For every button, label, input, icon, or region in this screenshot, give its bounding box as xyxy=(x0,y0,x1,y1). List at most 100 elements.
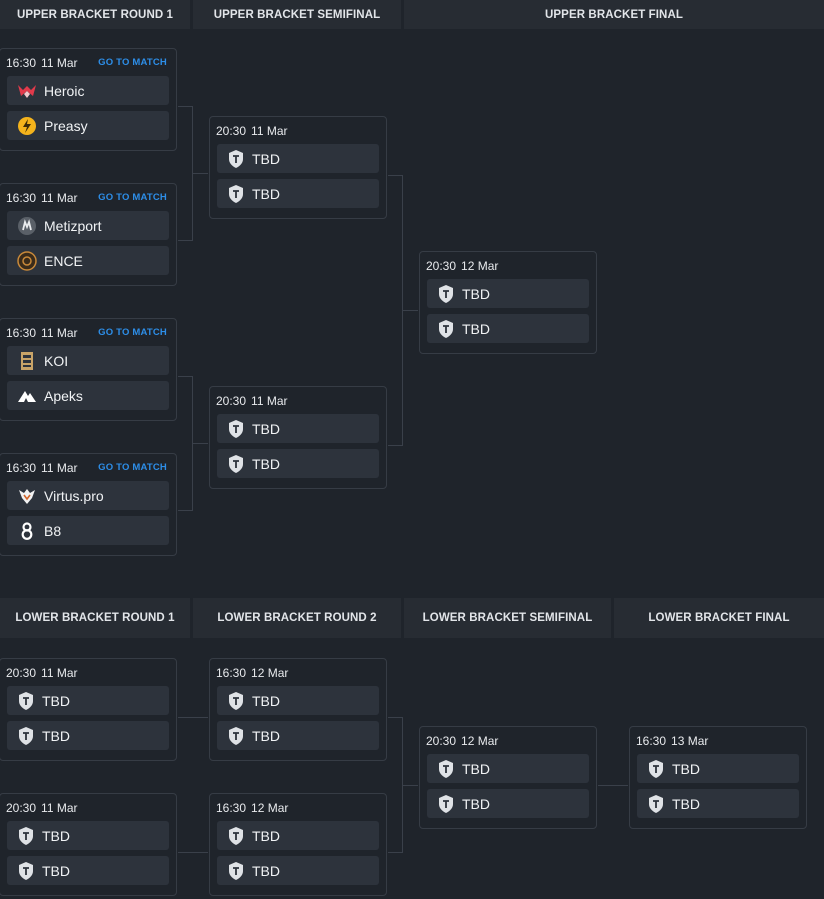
team-row[interactable]: TBD xyxy=(217,179,379,208)
match-time: 16:30 xyxy=(636,734,667,748)
match-date: 11 Mar xyxy=(41,56,78,70)
match-time: 16:30 xyxy=(6,326,37,340)
tbd-shield-icon xyxy=(439,794,453,813)
match-card-lb2-2[interactable]: 16:30 12 Mar TBD TBD xyxy=(209,793,387,896)
team-row[interactable]: TBD xyxy=(637,789,799,818)
match-time: 16:30 xyxy=(216,801,247,815)
team-row[interactable]: TBD xyxy=(217,821,379,850)
team-row[interactable]: Metizport xyxy=(7,211,169,240)
team-name: ENCE xyxy=(44,252,83,269)
apeks-logo-icon xyxy=(18,390,36,402)
team-name: TBD xyxy=(672,760,700,777)
match-date: 12 Mar xyxy=(461,734,499,748)
connector-line xyxy=(192,376,193,511)
connector-line xyxy=(402,717,403,853)
tbd-shield-icon xyxy=(229,149,243,168)
team-row[interactable]: TBD xyxy=(427,754,589,783)
team-row[interactable]: B8 xyxy=(7,516,169,545)
team-row[interactable]: TBD xyxy=(217,414,379,443)
team-name: TBD xyxy=(462,320,490,337)
go-to-match-link[interactable]: GO TO MATCH xyxy=(98,57,167,68)
tbd-shield-icon xyxy=(229,726,243,745)
team-row[interactable]: TBD xyxy=(7,821,169,850)
tbd-shield-icon xyxy=(649,759,663,778)
preasy-logo-icon xyxy=(18,116,36,135)
team-row[interactable]: Virtus.pro xyxy=(7,481,169,510)
connector-line xyxy=(178,376,192,377)
team-row[interactable]: KOI xyxy=(7,346,169,375)
team-row[interactable]: TBD xyxy=(217,686,379,715)
team-row[interactable]: TBD xyxy=(217,721,379,750)
match-time: 20:30 xyxy=(426,734,457,748)
team-name: TBD xyxy=(42,692,70,709)
tbd-shield-icon xyxy=(229,454,243,473)
match-time: 20:30 xyxy=(216,124,247,138)
header-ub-final: UPPER BRACKET FINAL xyxy=(404,0,824,29)
team-name: TBD xyxy=(252,727,280,744)
virtuspro-logo-icon xyxy=(19,488,35,504)
team-row[interactable]: TBD xyxy=(217,449,379,478)
match-card-lbsf[interactable]: 20:30 12 Mar TBD TBD xyxy=(419,726,597,829)
tbd-shield-icon xyxy=(19,691,33,710)
go-to-match-link[interactable]: GO TO MATCH xyxy=(98,462,167,473)
tbd-shield-icon xyxy=(229,419,243,438)
team-name: B8 xyxy=(44,522,62,539)
team-row[interactable]: TBD xyxy=(427,789,589,818)
team-row[interactable]: TBD xyxy=(7,856,169,885)
connector-line xyxy=(402,175,403,446)
team-row[interactable]: TBD xyxy=(427,314,589,343)
team-name: TBD xyxy=(672,795,700,812)
connector-line xyxy=(178,510,192,511)
match-date: 12 Mar xyxy=(251,666,289,680)
team-row[interactable]: Preasy xyxy=(7,111,169,140)
match-date: 12 Mar xyxy=(251,801,289,815)
tbd-shield-icon xyxy=(229,826,243,845)
team-row[interactable]: ENCE xyxy=(7,246,169,275)
team-row[interactable]: TBD xyxy=(7,721,169,750)
team-name: TBD xyxy=(42,862,70,879)
team-name: TBD xyxy=(462,795,490,812)
team-name: Metizport xyxy=(44,217,102,234)
team-name: TBD xyxy=(42,827,70,844)
team-row[interactable]: TBD xyxy=(217,856,379,885)
match-time: 20:30 xyxy=(6,801,37,815)
team-row[interactable]: TBD xyxy=(427,279,589,308)
team-row[interactable]: TBD xyxy=(637,754,799,783)
connector-line xyxy=(598,785,628,786)
tbd-shield-icon xyxy=(19,726,33,745)
connector-line xyxy=(178,106,192,107)
connector-line xyxy=(388,717,402,718)
connector-line xyxy=(388,445,402,446)
connector-line xyxy=(388,852,402,853)
go-to-match-link[interactable]: GO TO MATCH xyxy=(98,192,167,203)
connector-line xyxy=(178,717,208,718)
go-to-match-link[interactable]: GO TO MATCH xyxy=(98,327,167,338)
team-row[interactable]: Heroic xyxy=(7,76,169,105)
match-datetime: 16:30 12 Mar xyxy=(216,801,288,815)
team-name: TBD xyxy=(252,692,280,709)
team-name: Preasy xyxy=(44,117,88,134)
team-name: TBD xyxy=(462,760,490,777)
koi-logo-icon xyxy=(21,351,33,370)
team-row[interactable]: TBD xyxy=(7,686,169,715)
connector-line xyxy=(403,310,418,311)
team-row[interactable]: Apeks xyxy=(7,381,169,410)
team-name: Heroic xyxy=(44,82,85,99)
team-name: TBD xyxy=(252,827,280,844)
team-row[interactable]: TBD xyxy=(217,144,379,173)
